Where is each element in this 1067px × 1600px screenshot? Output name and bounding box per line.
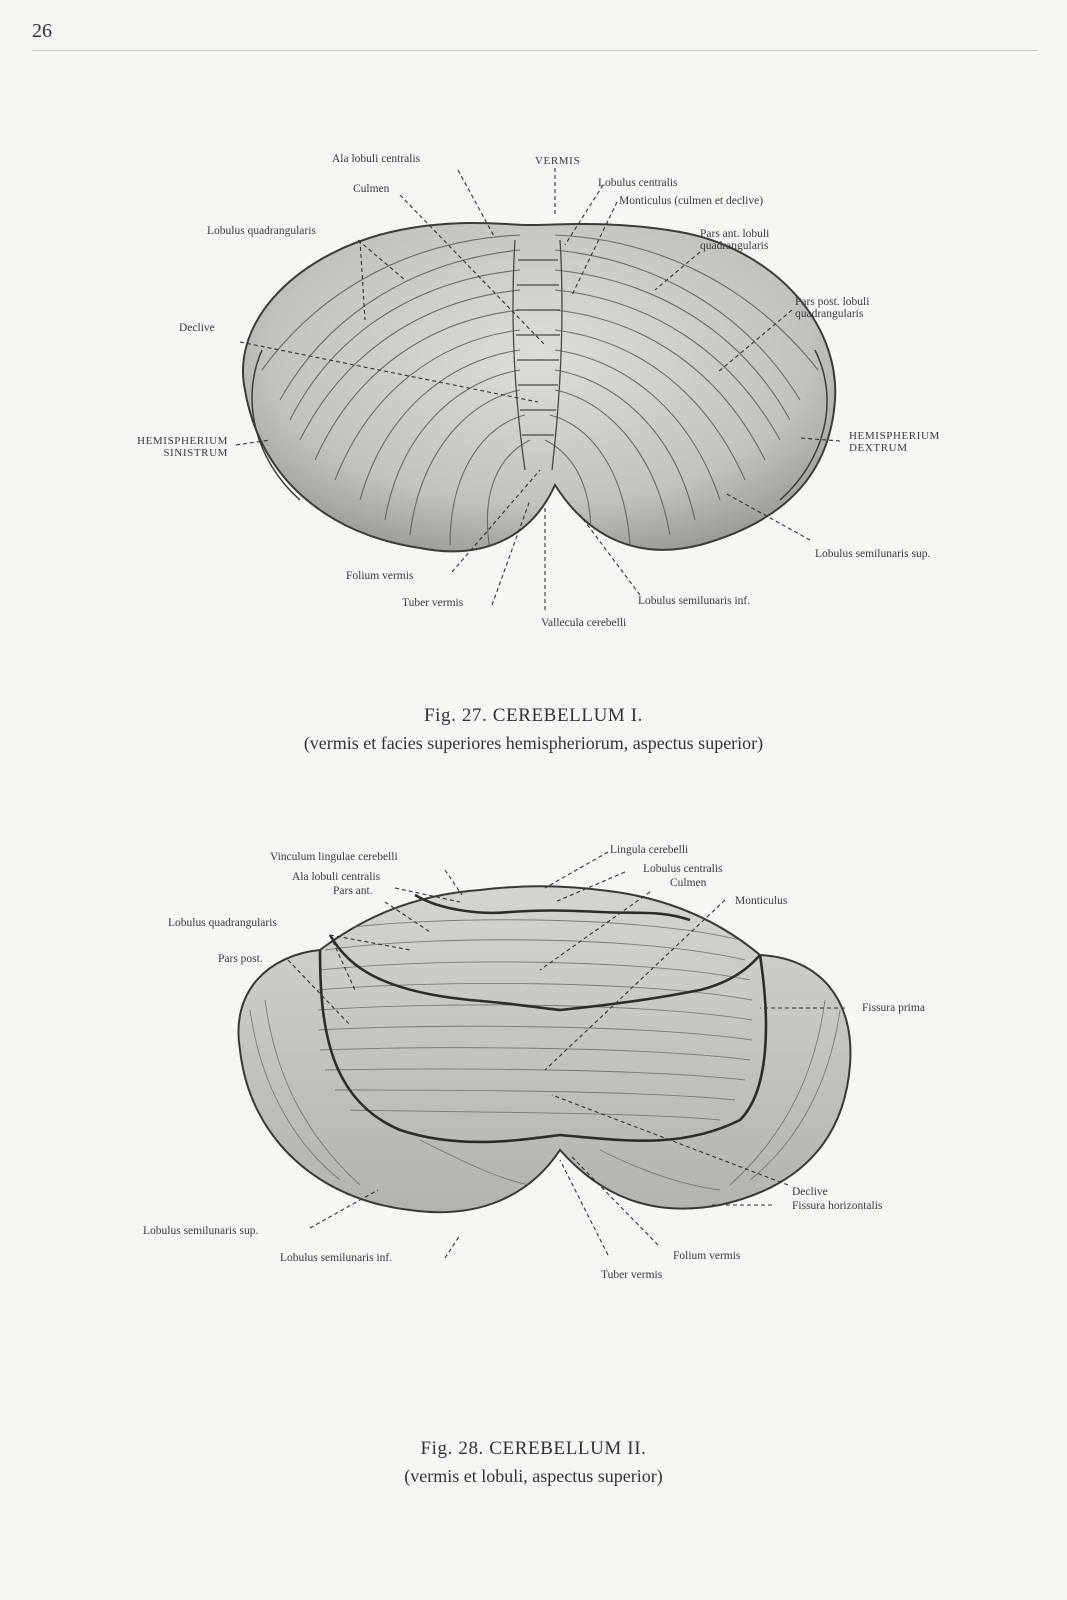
label-vinculum-lingulae: Vinculum lingulae cerebelli bbox=[270, 851, 398, 863]
label-folium-vermis: Folium vermis bbox=[346, 570, 414, 582]
label-culmen-2: Culmen bbox=[670, 877, 707, 889]
label-lobulus-semilunaris-inf-2: Lobulus semilunaris inf. bbox=[280, 1252, 393, 1264]
label-culmen: Culmen bbox=[353, 183, 390, 195]
label-lobulus-quadrangularis-2: Lobulus quadrangularis bbox=[168, 917, 277, 929]
label-pars-post-lobuli: Pars post. lobuli quadrangularis bbox=[795, 296, 870, 320]
label-pars-ant: Pars ant. bbox=[333, 885, 373, 897]
label-fissura-horizontalis: Fissura horizontalis bbox=[792, 1200, 883, 1212]
figure-28-subtitle: (vermis et lobuli, aspectus superior) bbox=[404, 1466, 663, 1486]
label-declive-2: Declive bbox=[792, 1186, 828, 1198]
cerebellum-outline-2 bbox=[237, 885, 852, 1214]
figure-27: Ala lobuli centralis VERMIS Culmen Lobul… bbox=[0, 140, 1067, 660]
label-pars-ant-lobuli: Pars ant. lobuli quadrangularis bbox=[700, 228, 770, 252]
label-hemispherium-dextrum: HEMISPHERIUM DEXTRUM bbox=[849, 430, 940, 454]
label-tuber-vermis-2: Tuber vermis bbox=[601, 1269, 663, 1281]
label-lobulus-centralis-2: Lobulus centralis bbox=[643, 863, 723, 875]
label-monticulus-2: Monticulus bbox=[735, 895, 788, 907]
label-pars-post: Pars post. bbox=[218, 953, 263, 965]
figure-28-caption: Fig. 28. CEREBELLUM II. (vermis et lobul… bbox=[0, 1438, 1067, 1487]
label-lobulus-centralis: Lobulus centralis bbox=[598, 177, 678, 189]
label-folium-vermis-2: Folium vermis bbox=[673, 1250, 741, 1262]
figure-27-caption: Fig. 27. CEREBELLUM I. (vermis et facies… bbox=[0, 705, 1067, 754]
label-ala-lobuli-centralis-2: Ala lobuli centralis bbox=[292, 871, 381, 883]
label-ala-lobuli-centralis: Ala lobuli centralis bbox=[332, 153, 421, 165]
cerebellum-lobuli-illustration bbox=[237, 851, 852, 1259]
label-hemispherium-sinistrum: HEMISPHERIUM SINISTRUM bbox=[137, 435, 228, 459]
label-declive: Declive bbox=[179, 322, 215, 334]
figure-28: Vinculum lingulae cerebelli Ala lobuli c… bbox=[0, 840, 1067, 1300]
label-lobulus-semilunaris-sup-2: Lobulus semilunaris sup. bbox=[143, 1225, 259, 1237]
figure-28-title: Fig. 28. CEREBELLUM II. bbox=[420, 1438, 647, 1459]
cerebellum-outline bbox=[242, 222, 837, 553]
figure-27-title: Fig. 27. CEREBELLUM I. bbox=[423, 705, 644, 726]
label-lobulus-semilunaris-inf: Lobulus semilunaris inf. bbox=[638, 595, 751, 607]
label-vermis: VERMIS bbox=[535, 155, 581, 167]
cerebellum-superior-illustration bbox=[235, 168, 841, 610]
label-vallecula-cerebelli: Vallecula cerebelli bbox=[541, 617, 627, 629]
label-lobulus-quadrangularis: Lobulus quadrangularis bbox=[207, 225, 316, 237]
label-monticulus: Monticulus (culmen et declive) bbox=[619, 195, 764, 207]
header-rule bbox=[32, 50, 1037, 51]
label-tuber-vermis: Tuber vermis bbox=[402, 597, 464, 609]
page-number: 26 bbox=[32, 20, 52, 42]
label-fissura-prima: Fissura prima bbox=[862, 1002, 925, 1014]
figure-27-subtitle: (vermis et facies superiores hemispherio… bbox=[303, 733, 764, 753]
label-lingula-cerebelli: Lingula cerebelli bbox=[610, 844, 689, 856]
label-lobulus-semilunaris-sup: Lobulus semilunaris sup. bbox=[815, 548, 931, 560]
